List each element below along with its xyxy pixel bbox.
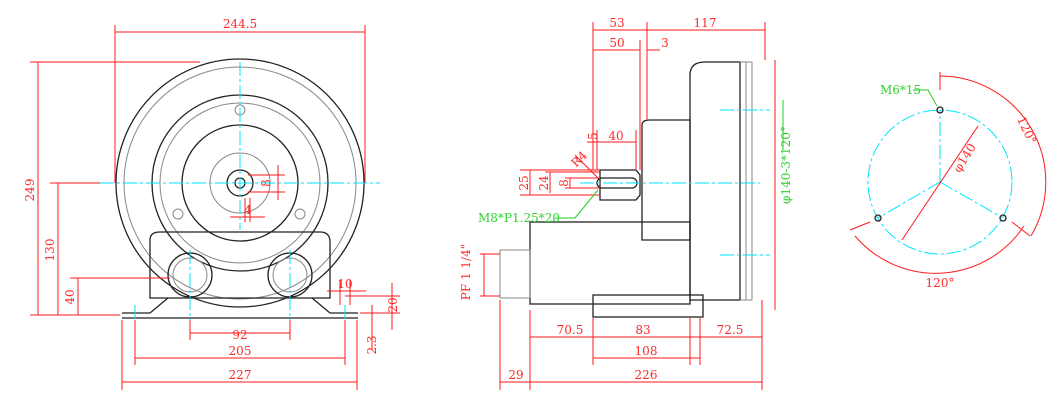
dim-40-key: 40: [608, 129, 623, 143]
dim-227: 227: [229, 368, 252, 382]
dim-226: 226: [635, 368, 658, 382]
dim-24: 24: [537, 175, 551, 191]
dim-40: 40: [63, 289, 77, 304]
dim-130: 130: [43, 239, 57, 262]
dim-108: 108: [635, 344, 658, 358]
dim-8-key: 8: [557, 179, 571, 187]
dim-205: 205: [229, 344, 252, 358]
angle-label-2: 120°: [926, 276, 955, 290]
flange-view: M6*15 φ140 120° 120°: [849, 72, 1047, 290]
dim-117: 117: [694, 16, 717, 30]
angle-label-1: 120°: [1014, 114, 1039, 146]
dim-249: 249: [23, 179, 37, 202]
dim-8: 8: [259, 179, 273, 187]
dim-5: 5: [586, 132, 600, 140]
dim-25: 25: [517, 175, 531, 190]
dim-92: 92: [232, 328, 247, 342]
dim-244-5: 244.5: [223, 17, 257, 31]
flange-note: φ140-3*120°: [779, 126, 793, 204]
dim-29: 29: [508, 368, 523, 382]
front-view: 244.5 249 130 40 8 4 10 20 2.3 92 205 22…: [23, 17, 400, 390]
dim-50: 50: [609, 36, 624, 50]
port-note: PF 1 1/4": [459, 244, 473, 301]
dim-72-5: 72.5: [717, 323, 744, 337]
dim-4: 4: [244, 203, 252, 217]
dim-53: 53: [609, 16, 624, 30]
hole-note: M6*15: [880, 83, 921, 97]
side-view: 53 117 50 3 40 5 R4 25 24 8 M8*P1.25*20 …: [459, 16, 793, 390]
dim-2-3: 2.3: [365, 335, 379, 354]
dim-20: 20: [386, 297, 400, 312]
pcd-label: φ140: [950, 141, 978, 175]
dim-70-5: 70.5: [557, 323, 584, 337]
thread-note: M8*P1.25*20: [478, 211, 560, 225]
dim-3: 3: [661, 36, 669, 50]
dim-83: 83: [635, 323, 650, 337]
dim-10: 10: [337, 277, 352, 291]
